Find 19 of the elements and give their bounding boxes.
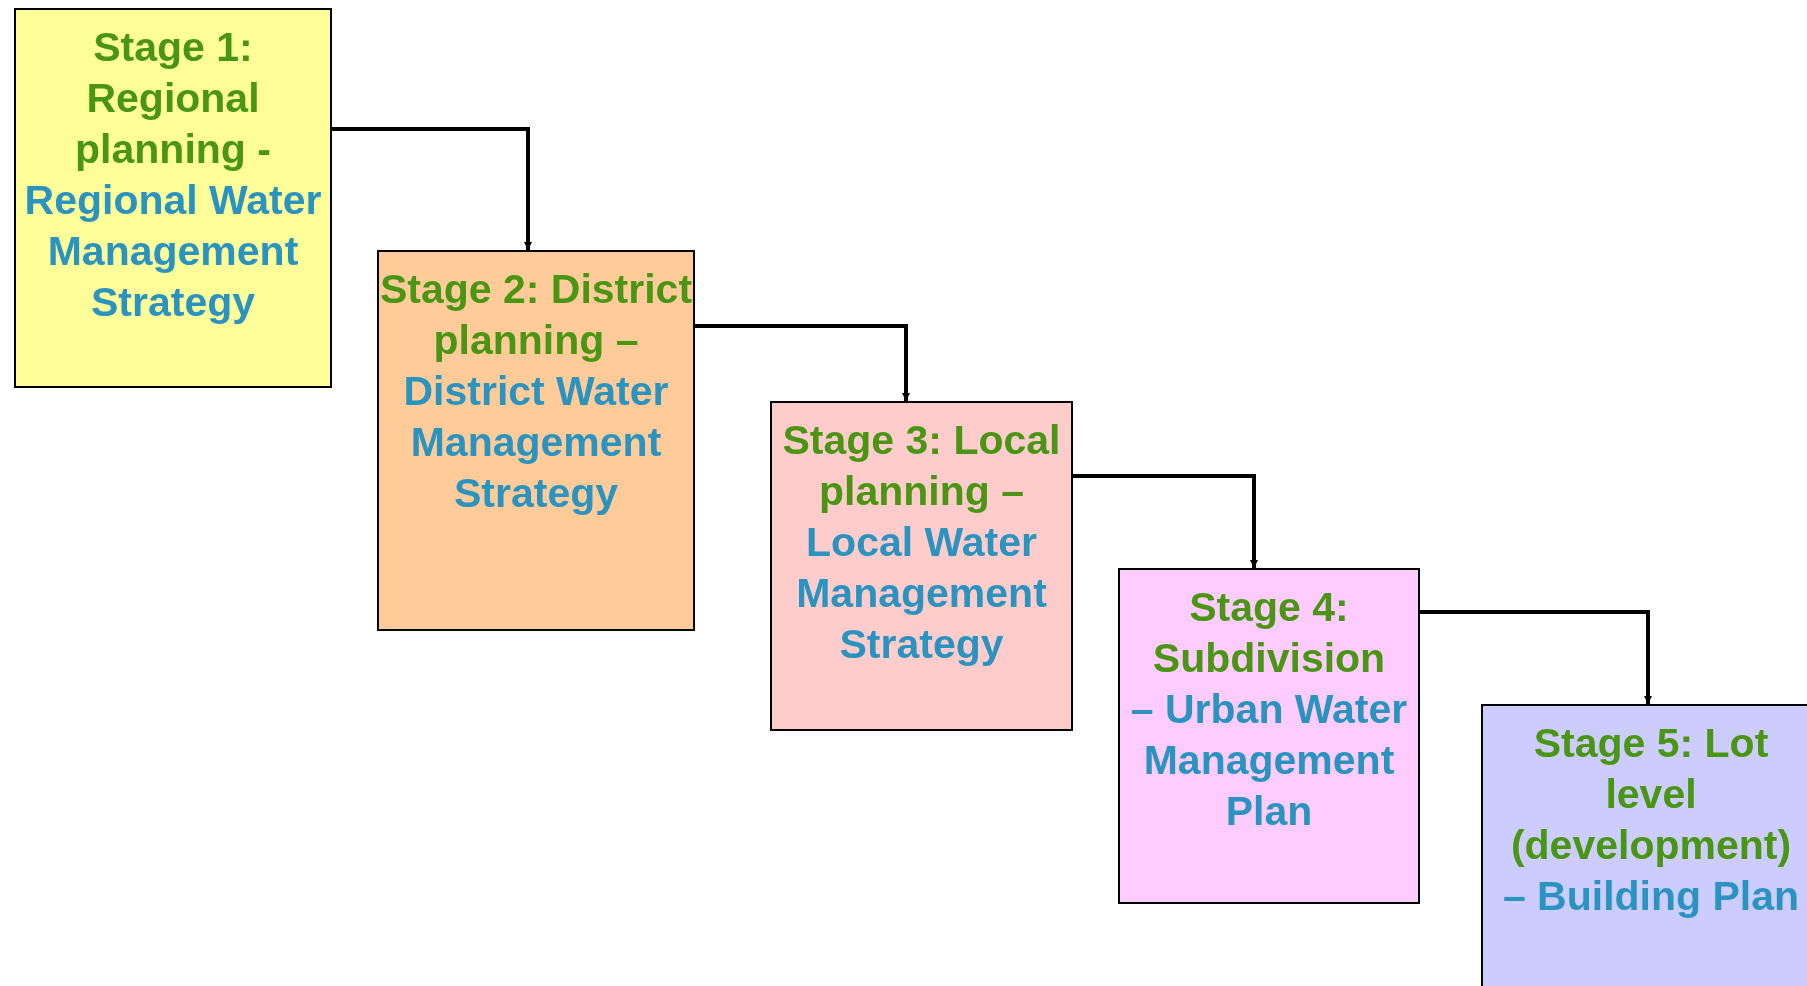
stage-heading: Stage 5: Lot level (development)	[1509, 719, 1793, 870]
stage-box	[14, 8, 332, 388]
plan-title: District Water Management Strategy	[402, 367, 670, 518]
stage-heading: Stage 4: Subdivision	[1151, 583, 1387, 683]
stage-box	[770, 401, 1073, 731]
plan-title: Local Water Management Strategy	[795, 518, 1048, 669]
plan-title: Regional Water Management Strategy	[23, 176, 323, 327]
stage-box	[1118, 568, 1420, 904]
elbow-arrow	[332, 127, 532, 250]
elbow-arrow	[1073, 474, 1258, 568]
elbow-arrow	[1420, 610, 1652, 704]
plan-title: – Building Plan	[1502, 872, 1800, 921]
elbow-arrow	[695, 324, 910, 401]
stage-heading: Stage 3: Local planning –	[781, 416, 1062, 516]
stage-heading: Stage 2: District planning –	[379, 265, 693, 365]
plan-title: – Urban Water Management Plan	[1129, 685, 1409, 836]
stage-heading: Stage 1: Regional planning -	[74, 23, 272, 174]
stage-box	[1481, 704, 1807, 986]
stage-box	[377, 250, 695, 631]
